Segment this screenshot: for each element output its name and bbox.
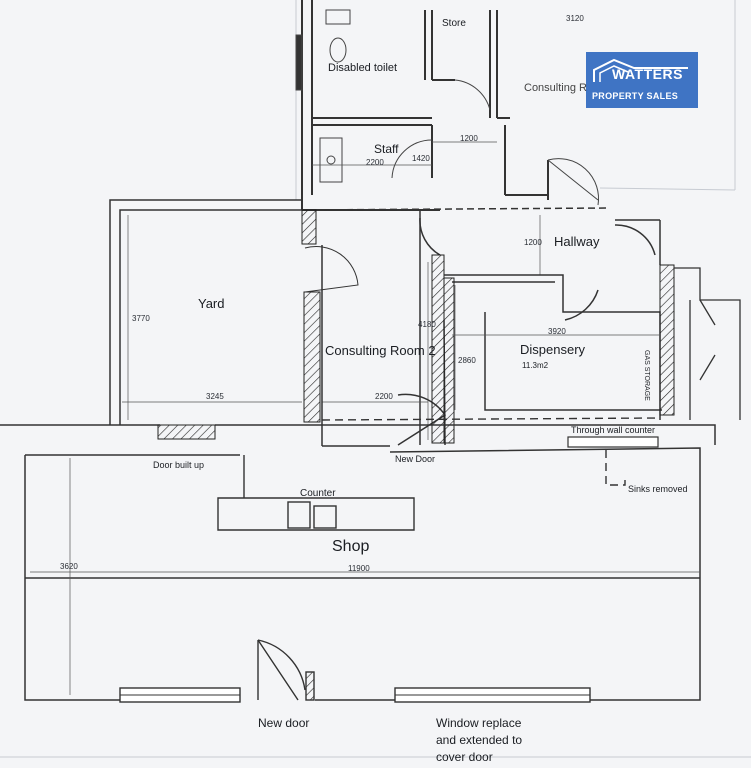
dim-11900: 11900 [348, 564, 370, 573]
door-built-up-hatch [157, 424, 216, 440]
dim-1200-top: 1200 [460, 134, 478, 143]
note-window-line2: and extended to [436, 733, 523, 747]
shop-walls [0, 424, 716, 701]
note-sinks-removed: Sinks removed [628, 484, 688, 494]
gas-storage-walls [674, 267, 741, 420]
dispensery-wall-hatch [443, 277, 455, 444]
hallway-lines [301, 207, 661, 445]
house-roof-icon [593, 58, 688, 82]
room-store: Store [442, 18, 466, 29]
watters-logo: WATTERS PROPERTY SALES [586, 52, 698, 108]
room-hallway: Hallway [554, 234, 600, 249]
toilet-fixtures [295, 9, 351, 183]
dim-2200-cr2: 2200 [375, 392, 393, 401]
logo-line1: WATTERS [612, 66, 683, 82]
dispensery-area: 11.3m2 [522, 361, 549, 370]
through-wall-counter-block [567, 436, 659, 448]
shop-dims [30, 458, 700, 695]
through-wall-counter-line [321, 417, 661, 486]
room-gas-storage: GAS STORAGE [643, 350, 650, 401]
gas-storage-hatch [659, 264, 675, 416]
room-shop: Shop [332, 538, 370, 555]
upper-door-swings [391, 79, 599, 206]
yard-dims [122, 215, 429, 440]
note-new-door-inner: New Door [395, 454, 436, 464]
dim-3620: 3620 [60, 562, 78, 571]
logo-line2: PROPERTY SALES [592, 91, 679, 101]
dispensery-walls [443, 274, 662, 446]
room-consulting: Consulting R [524, 82, 587, 94]
room-disabled-toilet: Disabled toilet [328, 62, 398, 74]
dim-3920: 3920 [548, 327, 566, 336]
dim-3770: 3770 [132, 314, 150, 323]
note-new-door-front: New door [258, 716, 310, 730]
counter-shape [217, 455, 415, 531]
front-door [257, 639, 315, 701]
dim-1200-hall: 1200 [524, 238, 542, 247]
upper-dims [312, 141, 541, 275]
dispensery-dims [452, 285, 660, 410]
note-door-built-up: Door built up [153, 460, 205, 470]
note-through-wall-counter: Through wall counter [571, 425, 656, 435]
yard-wall-hatch-2 [303, 291, 321, 423]
room-yard: Yard [198, 296, 225, 311]
yard-walls [109, 199, 302, 425]
room-dispensery: Dispensery [520, 342, 586, 357]
yard-door-swing [304, 246, 359, 293]
yard-wall-hatch-1 [301, 209, 317, 245]
dim-2200-staff: 2200 [366, 158, 384, 167]
dim-4180: 4180 [418, 320, 436, 329]
dim-3245: 3245 [206, 392, 224, 401]
dim-1420: 1420 [412, 154, 430, 163]
upper-walls [301, 0, 549, 211]
note-window-line1: Window replace [436, 716, 522, 730]
room-counter: Counter [300, 488, 336, 499]
room-staff: Staff [374, 142, 399, 156]
room-consulting-room-2: Consulting Room 2 [325, 343, 436, 358]
dim-2860: 2860 [458, 356, 476, 365]
note-window-line3: cover door [436, 750, 493, 764]
dim-3120: 3120 [566, 14, 584, 23]
